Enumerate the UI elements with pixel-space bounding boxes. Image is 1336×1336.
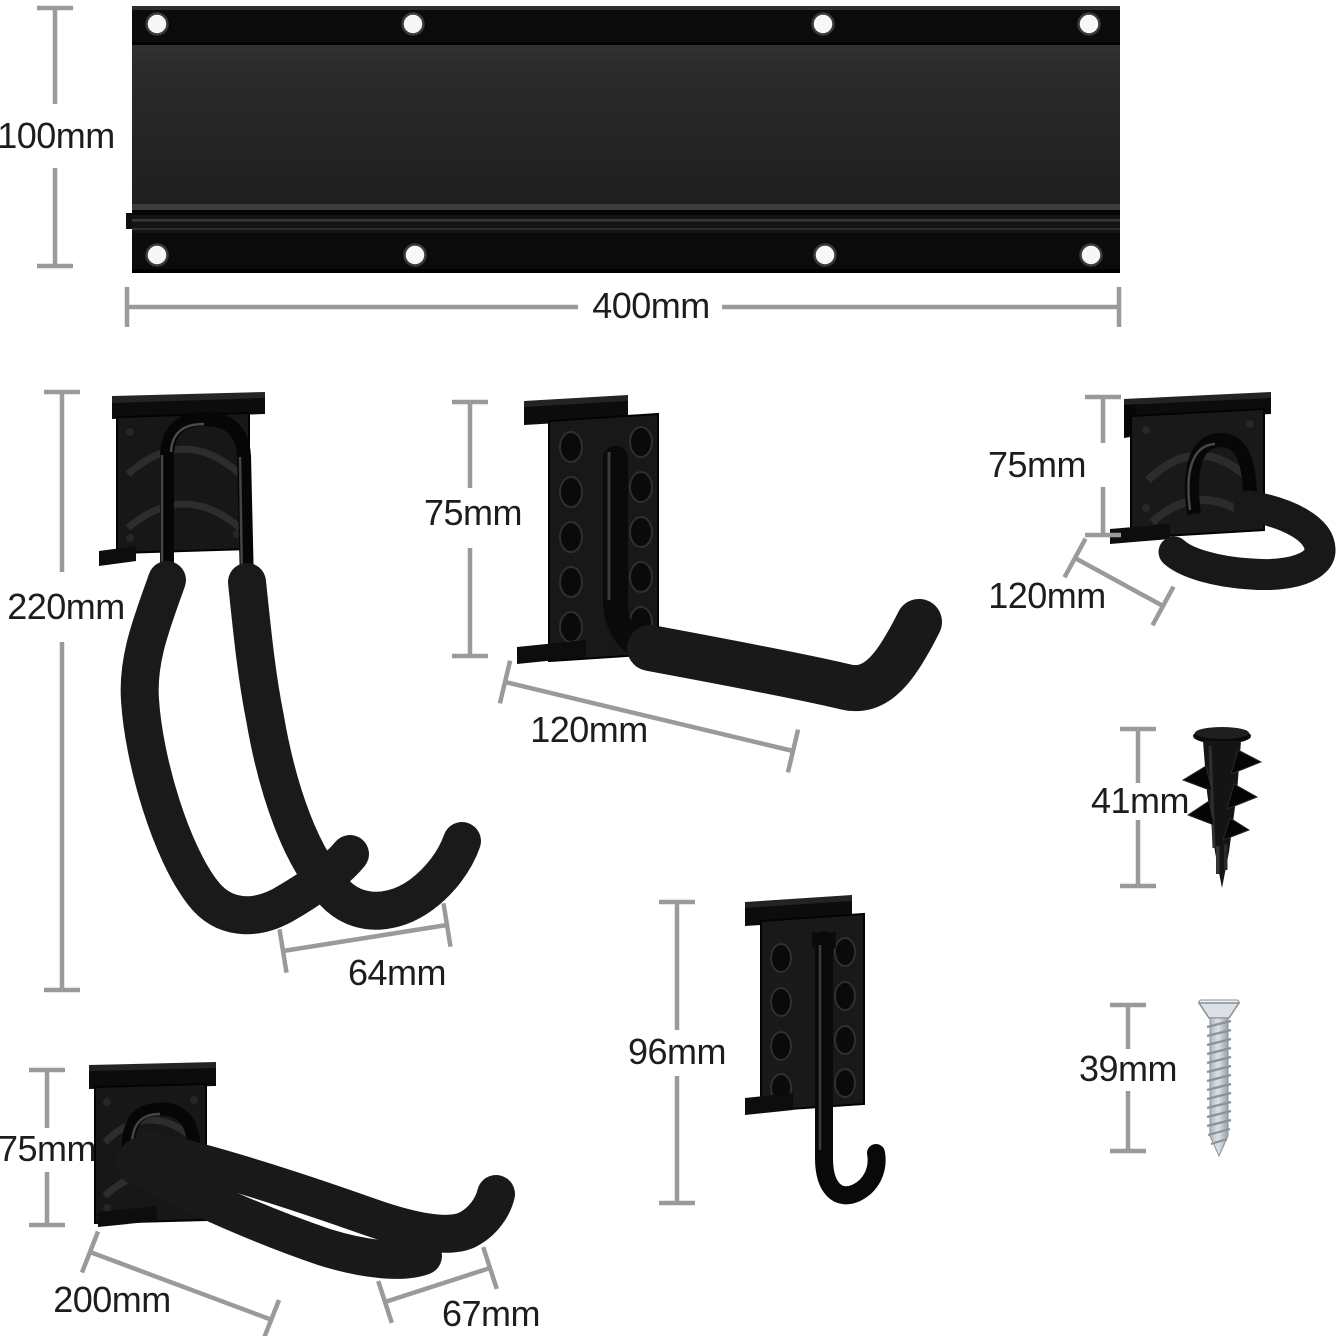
straight-hook-foam-arm bbox=[627, 599, 942, 712]
dim-straight-hook-height-line bbox=[452, 399, 488, 659]
dim-straight-hook-length-line bbox=[497, 660, 801, 773]
double-hook-front-foam bbox=[125, 1149, 442, 1279]
j-hook-height-label: 96mm bbox=[627, 1031, 727, 1072]
curved-hook-length-label: 120mm bbox=[988, 575, 1106, 616]
mounting-rail bbox=[126, 6, 1120, 273]
dim-anchor-length-line bbox=[1120, 726, 1156, 889]
straight-hook-length-label: 120mm bbox=[530, 709, 648, 750]
dim-rail-width-line bbox=[124, 287, 1122, 327]
large-u-hook bbox=[99, 392, 481, 935]
u-hook-height-label: 220mm bbox=[7, 586, 125, 627]
screw bbox=[1197, 999, 1241, 1158]
dim-curved-hook-height-line bbox=[1085, 394, 1121, 538]
dim-u-hook-height-line bbox=[44, 389, 80, 993]
curved-hook bbox=[1110, 392, 1336, 591]
rail-width-label: 400mm bbox=[592, 285, 710, 326]
curved-hook-foam bbox=[1158, 490, 1336, 591]
dim-screw-length-line bbox=[1110, 1002, 1146, 1154]
straight-hook-dimples bbox=[559, 426, 653, 643]
double-hook-length-label: 200mm bbox=[53, 1279, 171, 1320]
double-hook-tip-label: 67mm bbox=[441, 1293, 541, 1334]
u-hook-width-label: 64mm bbox=[347, 952, 447, 993]
straight-hook bbox=[517, 395, 942, 712]
rail-screw-holes-bottom bbox=[145, 243, 1103, 267]
dim-double-hook-length-line bbox=[79, 1230, 282, 1336]
anchor-threads bbox=[1181, 749, 1263, 841]
j-hook-rod bbox=[815, 931, 886, 1205]
screw-length-label: 39mm bbox=[1078, 1048, 1178, 1089]
dim-u-hook-width-line bbox=[277, 902, 453, 974]
rail-height-label: 100mm bbox=[0, 115, 115, 156]
j-hook-dimples bbox=[770, 937, 856, 1103]
curved-hook-height-label: 75mm bbox=[987, 444, 1087, 485]
dim-double-hook-height-line bbox=[29, 1067, 65, 1228]
anchor-length-label: 41mm bbox=[1090, 780, 1190, 821]
screw-threads bbox=[1206, 1019, 1232, 1146]
drywall-anchor bbox=[1181, 727, 1263, 888]
u-hook-front-foam bbox=[120, 561, 369, 935]
double-hook-height-label: 75mm bbox=[0, 1128, 97, 1169]
straight-hook-height-label: 75mm bbox=[423, 492, 523, 533]
dim-j-hook-height-line bbox=[659, 899, 695, 1206]
double-hook-back-foam bbox=[131, 1131, 515, 1253]
dim-rail-height-line bbox=[37, 5, 73, 269]
dim-double-hook-tip-line bbox=[376, 1246, 499, 1324]
j-hook bbox=[745, 895, 886, 1205]
rail-screw-holes-top bbox=[145, 12, 1101, 36]
dim-curved-hook-length-line bbox=[1062, 537, 1176, 627]
double-rod-hook bbox=[89, 1062, 515, 1279]
